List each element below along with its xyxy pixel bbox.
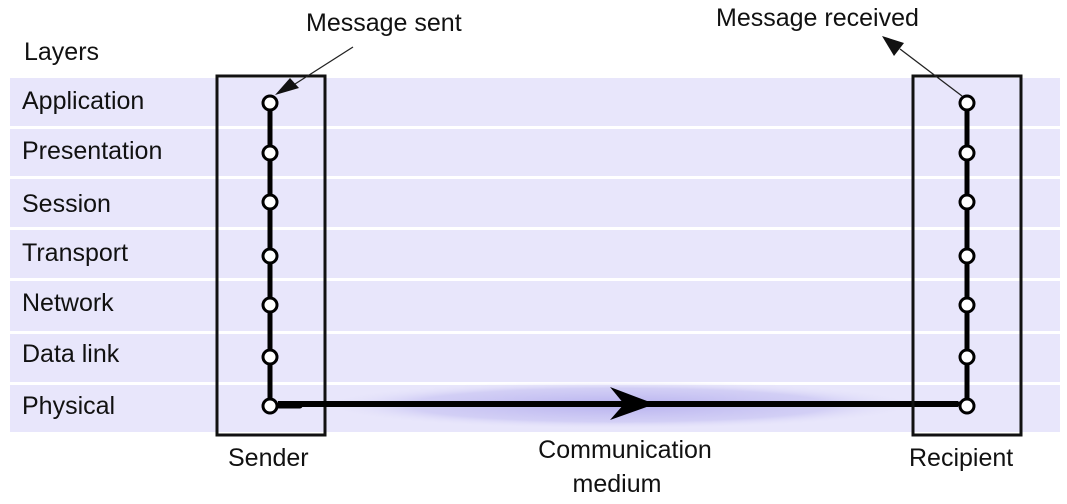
layer-label-transport: Transport <box>22 239 128 267</box>
sender-box <box>215 74 327 437</box>
message-received-pointer <box>899 48 963 97</box>
sender-node-data-link <box>261 348 279 366</box>
sender-node-presentation <box>261 144 279 162</box>
recipient-node-network <box>958 296 976 314</box>
layer-band-application <box>10 78 1060 126</box>
recipient-node-transport <box>958 247 976 265</box>
sender-node-transport <box>261 247 279 265</box>
message-sent-arrowhead <box>275 78 299 95</box>
sender-node-session <box>261 193 279 211</box>
sender-node-physical <box>261 397 279 415</box>
message-received-label: Message received <box>716 4 919 32</box>
layer-bands <box>10 78 1060 432</box>
layers-heading: Layers <box>24 38 99 66</box>
layer-label-presentation: Presentation <box>22 137 162 165</box>
recipient-stack <box>911 74 1023 437</box>
layer-label-network: Network <box>22 289 114 317</box>
layer-band-transport <box>10 230 1060 278</box>
recipient-node-application <box>958 94 976 112</box>
sender-node-network <box>261 296 279 314</box>
layer-label-data-link: Data link <box>22 340 120 368</box>
layer-labels: Application Presentation Session Transpo… <box>22 87 162 420</box>
message-sent-pointer <box>294 46 354 85</box>
medium-label-line1: Communication <box>538 436 712 464</box>
layer-label-physical: Physical <box>22 392 115 420</box>
callout-pointers <box>275 36 963 97</box>
sender-label: Sender <box>228 444 309 472</box>
medium-arrowhead <box>610 387 655 420</box>
message-received-arrowhead <box>882 36 904 56</box>
recipient-node-data-link <box>958 348 976 366</box>
layer-band-session <box>10 179 1060 227</box>
layer-band-presentation <box>10 129 1060 176</box>
sender-stack <box>215 74 327 437</box>
sender-node-application <box>261 94 279 112</box>
layer-band-network <box>10 281 1060 331</box>
recipient-node-session <box>958 193 976 211</box>
layer-label-session: Session <box>22 190 111 218</box>
layer-band-data-link <box>10 334 1060 382</box>
message-sent-label: Message sent <box>306 9 462 37</box>
recipient-node-physical <box>958 397 976 415</box>
recipient-label: Recipient <box>909 444 1013 472</box>
recipient-box <box>911 74 1023 437</box>
layer-label-application: Application <box>22 87 144 115</box>
medium-label-line2: medium <box>573 470 662 498</box>
medium-arrow <box>278 387 958 420</box>
recipient-node-presentation <box>958 144 976 162</box>
